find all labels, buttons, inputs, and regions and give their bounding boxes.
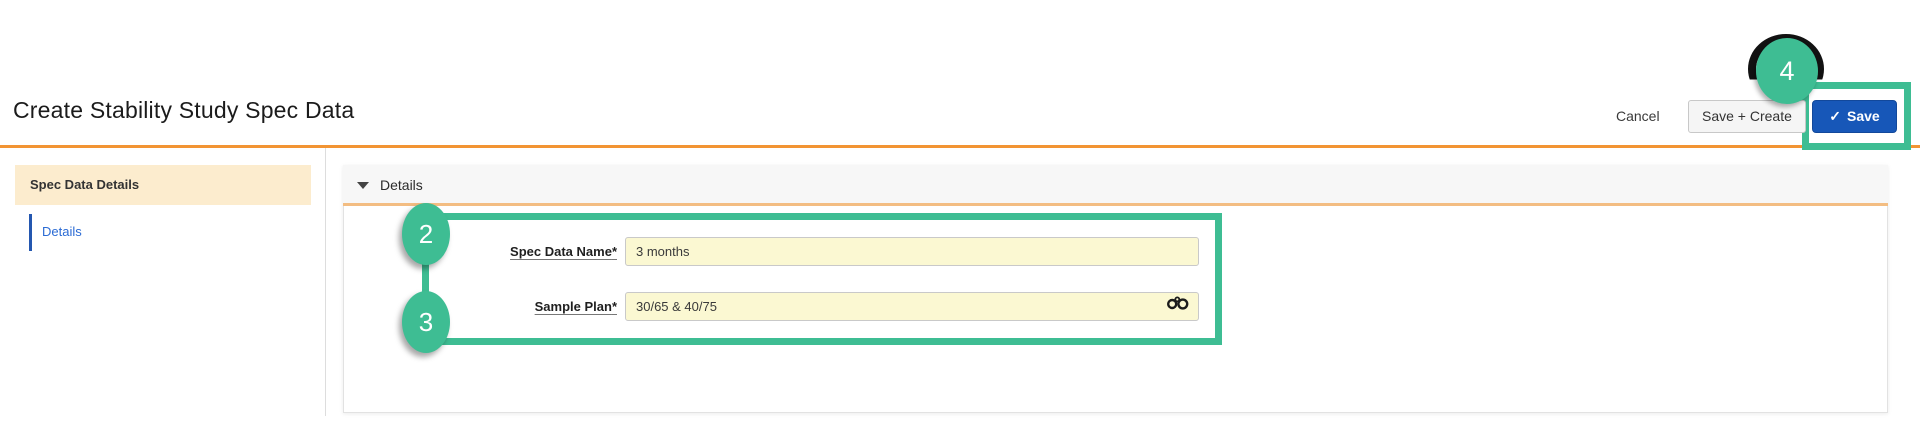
save-button-label: Save bbox=[1847, 108, 1880, 124]
sample-plan-input[interactable] bbox=[625, 292, 1199, 321]
binoculars-lookup-icon[interactable] bbox=[1166, 295, 1190, 315]
required-asterisk: * bbox=[611, 299, 617, 314]
sample-plan-label: Sample Plan* bbox=[534, 299, 617, 314]
step-2-badge: 2 bbox=[402, 203, 450, 265]
cancel-button[interactable]: Cancel bbox=[1616, 108, 1660, 124]
header-divider bbox=[0, 145, 1920, 148]
step-4-badge: 4 bbox=[1756, 38, 1818, 104]
details-panel bbox=[343, 165, 1888, 413]
collapse-caret-icon[interactable] bbox=[357, 182, 369, 189]
step-4-number: 4 bbox=[1779, 55, 1795, 86]
step-3-badge: 3 bbox=[402, 291, 450, 353]
spec-data-name-label: Spec Data Name* bbox=[510, 244, 617, 259]
spec-data-name-input[interactable] bbox=[625, 237, 1199, 266]
sidebar-item-details[interactable]: Details bbox=[42, 224, 82, 239]
step-3-number: 3 bbox=[418, 306, 434, 337]
save-button[interactable]: ✓ Save bbox=[1812, 100, 1897, 133]
sidebar-active-indicator bbox=[29, 214, 32, 251]
details-section-header[interactable] bbox=[343, 165, 1888, 206]
page-title: Create Stability Study Spec Data bbox=[13, 97, 355, 123]
required-asterisk: * bbox=[611, 244, 617, 259]
details-section-title: Details bbox=[380, 177, 423, 193]
check-icon: ✓ bbox=[1829, 108, 1842, 124]
steps-connector-line bbox=[422, 230, 429, 340]
step-2-number: 2 bbox=[418, 218, 434, 249]
save-and-create-button[interactable]: Save + Create bbox=[1688, 100, 1806, 133]
sidebar-section-spec-data-details[interactable]: Spec Data Details bbox=[15, 165, 311, 205]
sidebar-divider bbox=[325, 148, 326, 416]
